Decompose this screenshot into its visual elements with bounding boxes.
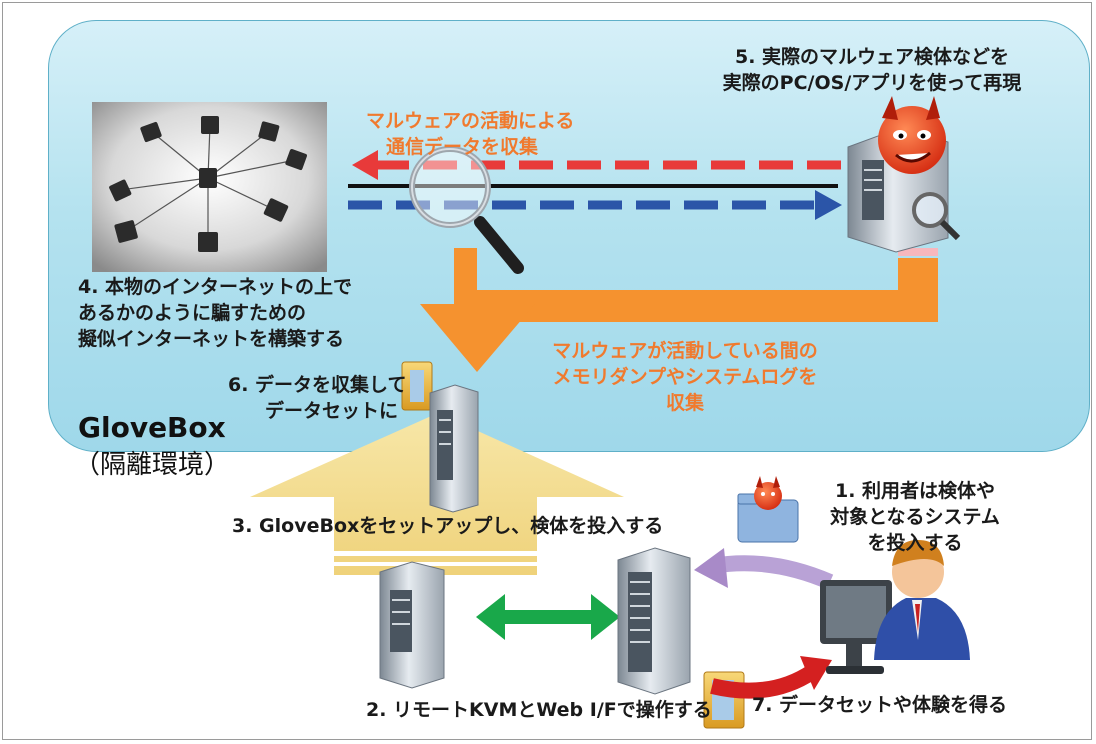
devil-icon [878, 96, 946, 174]
label-line: 通信データを収集 [385, 136, 538, 158]
traffic-collection-label: マルウェアの活動による 通信データを収集 [366, 108, 575, 160]
step7-label: 7. データセットや体験を得る [752, 694, 1008, 716]
step6-label: 6. データを収集して データセットに [228, 372, 407, 424]
memory-dump-arrow [420, 248, 938, 372]
glovebox-title: GloveBox [78, 411, 226, 444]
label-line: を投入する [867, 532, 963, 554]
glovebox-subtitle: （隔離環境） [74, 450, 231, 480]
label-line: メモリダンプやシステムログを [552, 366, 818, 388]
network-photo [92, 102, 327, 272]
server-icon [429, 384, 479, 513]
monitor-icon [820, 580, 892, 674]
label-line: データセットに [264, 400, 398, 422]
kvm-arrow [476, 594, 620, 640]
label-line: あるかのように騙すための [78, 302, 307, 324]
label-line: 擬似インターネットを構築する [78, 328, 345, 350]
label-line: マルウェアが活動している間の [552, 340, 818, 362]
devil-icon [754, 476, 782, 510]
step4-label: 4. 本物のインターネットの上で あるかのように騙すための 擬似インターネットを… [78, 274, 352, 352]
label-line: 1. 利用者は検体や [834, 480, 996, 502]
server-icon [617, 547, 691, 695]
step1-label: 1. 利用者は検体や 対象となるシステム を投入する [810, 478, 1020, 556]
traffic-lines [348, 150, 845, 220]
step5-label: 5. 実際のマルウェア検体などを 実際のPC/OS/アプリを使って再現 [712, 44, 1032, 96]
label-line: 実際のPC/OS/アプリを使って再現 [722, 72, 1022, 94]
label-line: 収集 [665, 392, 704, 414]
user-icon [874, 540, 970, 660]
label-line: 6. データを収集して [228, 374, 407, 396]
memory-dump-label: マルウェアが活動している間の メモリダンプやシステムログを 収集 [520, 338, 850, 416]
label-line: 対象となるシステム [830, 506, 1000, 528]
step3-label: 3. GloveBoxをセットアップし、検体を投入する [232, 515, 664, 537]
server-icon [379, 561, 445, 689]
submission-arrow [694, 548, 834, 590]
magnifier-icon [409, 146, 524, 274]
result-arrow [710, 656, 832, 699]
step2-label: 2. リモートKVMとWeb I/Fで操作する [366, 699, 712, 721]
label-line: マルウェアの活動による [366, 110, 575, 132]
folder-icon [401, 361, 433, 411]
label-line: 5. 実際のマルウェア検体などを [734, 46, 1010, 68]
label-line: 4. 本物のインターネットの上で [78, 276, 353, 298]
